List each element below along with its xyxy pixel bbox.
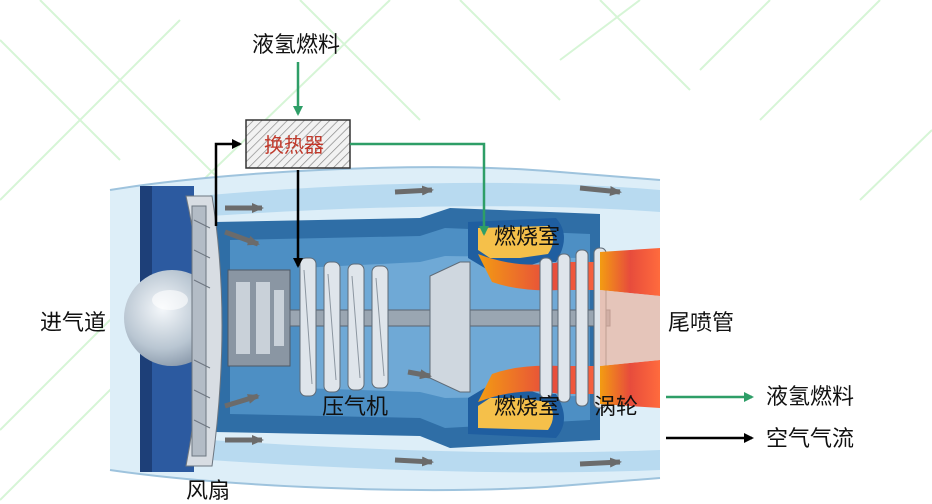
air-flow-lines	[214, 139, 303, 268]
bypass-flow-arrows	[224, 185, 622, 468]
nozzle-label: 尾喷管	[668, 311, 734, 336]
legend-air-label: 空气气流	[766, 427, 854, 452]
legend: 液氢燃料 空气气流	[666, 385, 854, 452]
legend-fuel-label: 液氢燃料	[766, 385, 854, 410]
compressor-label: 压气机	[322, 395, 388, 420]
fan-blades	[185, 195, 223, 467]
combustor-top-label: 燃烧室	[494, 225, 560, 250]
turbine-label: 涡轮	[594, 395, 638, 420]
compressor-stages	[299, 257, 389, 397]
heat-exchanger-label: 换热器	[264, 133, 324, 157]
exhaust-flame	[600, 248, 660, 408]
hp-compressor	[429, 261, 471, 393]
combustor-bottom-label: 燃烧室	[494, 395, 560, 420]
spinner-highlight	[152, 290, 188, 310]
top-fuel-label: 液氢燃料	[252, 33, 340, 58]
gearbox	[227, 269, 291, 367]
heat-exchanger-box	[245, 119, 351, 169]
inlet-label: 进气道	[40, 311, 106, 336]
fuel-flow-lines	[293, 62, 489, 236]
fan-label: 风扇	[186, 479, 230, 504]
